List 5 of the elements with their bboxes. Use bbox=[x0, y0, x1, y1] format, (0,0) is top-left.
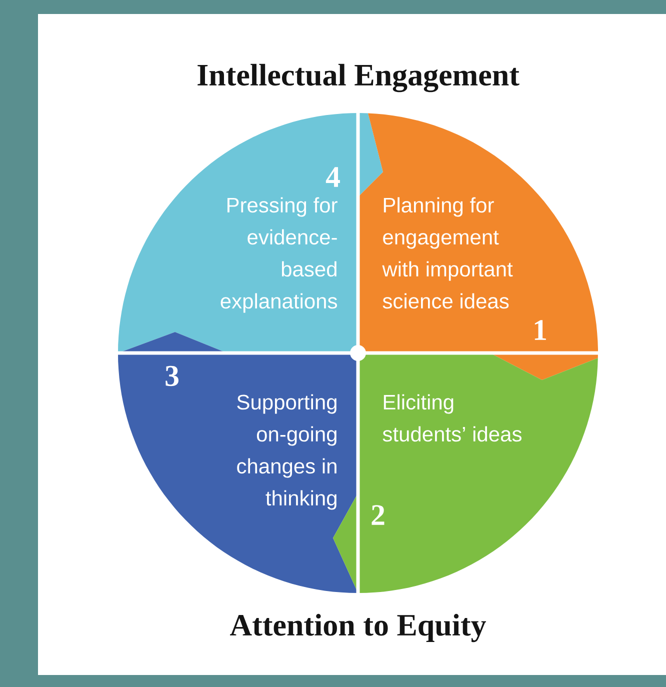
cycle-segment: 3 Supporting on-going changes in thinking bbox=[118, 332, 358, 593]
ring-label: Attention to Equity bbox=[230, 614, 486, 642]
cycle-segment: 4 Pressing for evidence-based explanations bbox=[118, 113, 383, 353]
cycle-segment: Planning for engagement with important science ideas 1 bbox=[358, 113, 598, 380]
ring-label: Intellectual Engagement bbox=[198, 64, 520, 92]
